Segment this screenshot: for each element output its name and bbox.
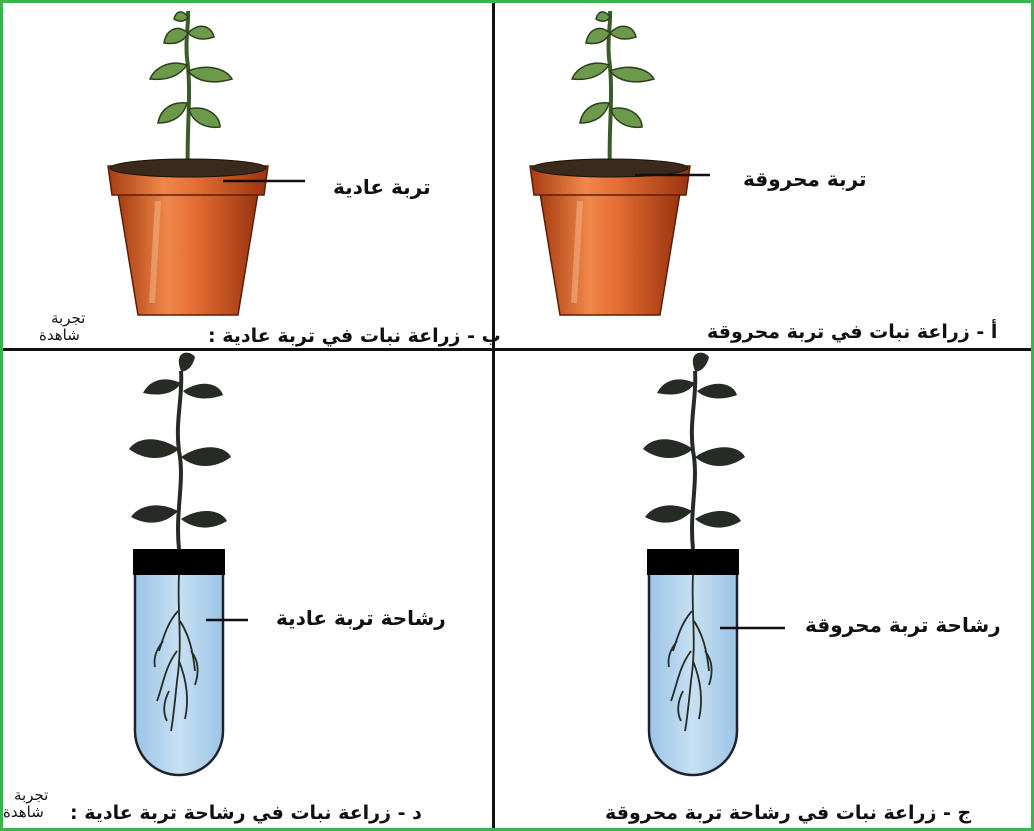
panel-a-caption: أ - زراعة نبات في تربة محروقة: [707, 321, 997, 343]
panel-b-label: تربة عادية: [333, 175, 431, 199]
panel-c-label: رشاحة تربة محروقة: [805, 613, 1001, 637]
panel-d: رشاحة تربة عادية د - زراعة نبات في رشاحة…: [3, 351, 492, 828]
test-tube-plant-icon: [495, 351, 1031, 828]
panel-d-label: رشاحة تربة عادية: [276, 606, 446, 630]
panel-a: تربة محروقة أ - زراعة نبات في تربة محروق…: [495, 3, 1031, 348]
panel-c: رشاحة تربة محروقة ج - زراعة نبات في رشاح…: [495, 351, 1031, 828]
panel-b-control-line2: شاهدة: [39, 328, 80, 343]
panel-b: تربة عادية ب - زراعة نبات في تربة عادية …: [3, 3, 492, 348]
panel-c-caption: ج - زراعة نبات في رشاحة تربة محروقة: [605, 802, 971, 824]
panel-b-control-line1: تجربة: [51, 311, 85, 326]
panel-b-caption: ب - زراعة نبات في تربة عادية :: [208, 325, 501, 347]
panel-d-caption: د - زراعة نبات في رشاحة تربة عادية :: [70, 802, 422, 824]
panel-d-control-line2: شاهدة: [3, 805, 44, 820]
test-tube-plant-icon: [3, 351, 492, 828]
panel-d-control-line1: تجربة: [14, 788, 48, 803]
panel-a-label: تربة محروقة: [743, 167, 866, 191]
